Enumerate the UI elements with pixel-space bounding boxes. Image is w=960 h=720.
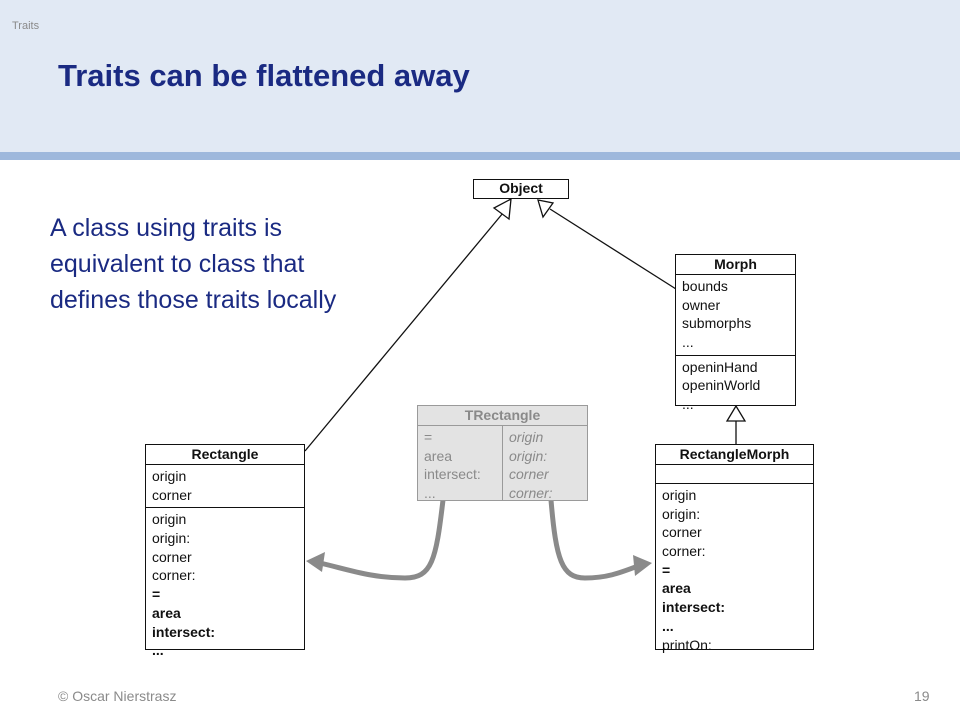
inheritance-line-morph-object <box>549 208 677 290</box>
method: origin <box>152 511 187 528</box>
method: intersect: <box>424 466 481 483</box>
class-rectanglemorph: RectangleMorph origin origin: corner cor… <box>655 444 814 653</box>
method: openinHand <box>682 358 758 375</box>
class-name: Rectangle <box>146 445 304 465</box>
class-name: Morph <box>676 255 795 275</box>
class-rectangle: Rectangle origin corner origin origin: c… <box>145 444 305 658</box>
flattened-method: intersect: <box>152 623 216 640</box>
section-label: Traits <box>12 20 40 32</box>
trait-name: TRectangle <box>418 406 587 426</box>
method: origin <box>662 487 697 503</box>
flattened-method: area <box>152 604 181 621</box>
attribute: owner <box>682 296 721 313</box>
class-name: RectangleMorph <box>656 445 813 465</box>
flatten-arrowhead-rectanglemorph <box>633 555 652 576</box>
method: = <box>424 429 433 445</box>
method: corner: <box>509 485 553 502</box>
inheritance-arrowhead-rectangle <box>492 197 512 221</box>
method: corner: <box>152 567 196 584</box>
flatten-arrow-to-rectanglemorph <box>548 497 641 581</box>
method: openinWorld <box>682 377 761 394</box>
header-divider <box>0 152 960 160</box>
method: origin: <box>152 530 191 547</box>
methods-section: origin origin: corner corner: = area int… <box>146 507 304 663</box>
attribute: corner <box>152 486 192 503</box>
method: corner <box>509 466 549 483</box>
empty-attributes-section <box>656 465 813 484</box>
slide-title: Traits can be flattened away <box>58 58 470 93</box>
trait-columns: = area intersect: ... origin origin: cor… <box>418 426 587 503</box>
attribute: bounds <box>682 278 728 294</box>
inheritance-arrowhead-rectanglemorph <box>725 404 747 422</box>
flattened-method: = <box>152 586 161 603</box>
method: origin: <box>509 447 548 464</box>
inheritance-line-rectangle-object <box>304 212 504 452</box>
footer-copyright: © Oscar Nierstrasz <box>58 688 177 704</box>
flatten-arrowhead-rectangle <box>306 552 325 572</box>
method: area <box>424 447 453 464</box>
attributes-section: bounds owner submorphs ... <box>676 275 795 355</box>
trait-trectangle: TRectangle = area intersect: ... origin … <box>417 405 588 501</box>
attribute: ... <box>682 334 694 351</box>
flattened-method: ... <box>152 642 164 659</box>
method: ... <box>424 485 436 502</box>
class-morph: Morph bounds owner submorphs ... openinH… <box>675 254 796 412</box>
flattened-method: intersect: <box>662 599 726 616</box>
flattened-method: area <box>662 580 691 597</box>
inheritance-arrowhead-morph <box>537 199 555 219</box>
attribute: submorphs <box>682 315 752 332</box>
method: ... <box>682 396 694 413</box>
attribute: origin <box>152 468 187 484</box>
method: origin <box>509 429 544 445</box>
method: corner <box>152 548 192 565</box>
method: corner: <box>662 543 706 560</box>
method: corner <box>662 524 702 541</box>
flattened-method: ... <box>662 617 674 634</box>
methods-section: openinHand openinWorld ... <box>676 354 795 417</box>
flatten-arrow-to-rectangle <box>317 497 446 581</box>
class-object: Object <box>473 179 569 199</box>
method: origin: <box>662 505 701 522</box>
slide-body-text: A class using traits is equivalent to cl… <box>50 214 337 314</box>
provided-methods: = area intersect: ... <box>418 426 503 501</box>
method: printOn: <box>662 636 712 653</box>
flattened-method: = <box>662 561 671 578</box>
page-number: 19 <box>914 688 930 704</box>
class-name: Object <box>499 180 543 196</box>
required-methods: origin origin: corner corner: <box>503 426 553 503</box>
slide-header <box>0 0 960 152</box>
methods-section: origin origin: corner corner: = area int… <box>656 484 813 657</box>
attributes-section: origin corner <box>146 465 304 507</box>
